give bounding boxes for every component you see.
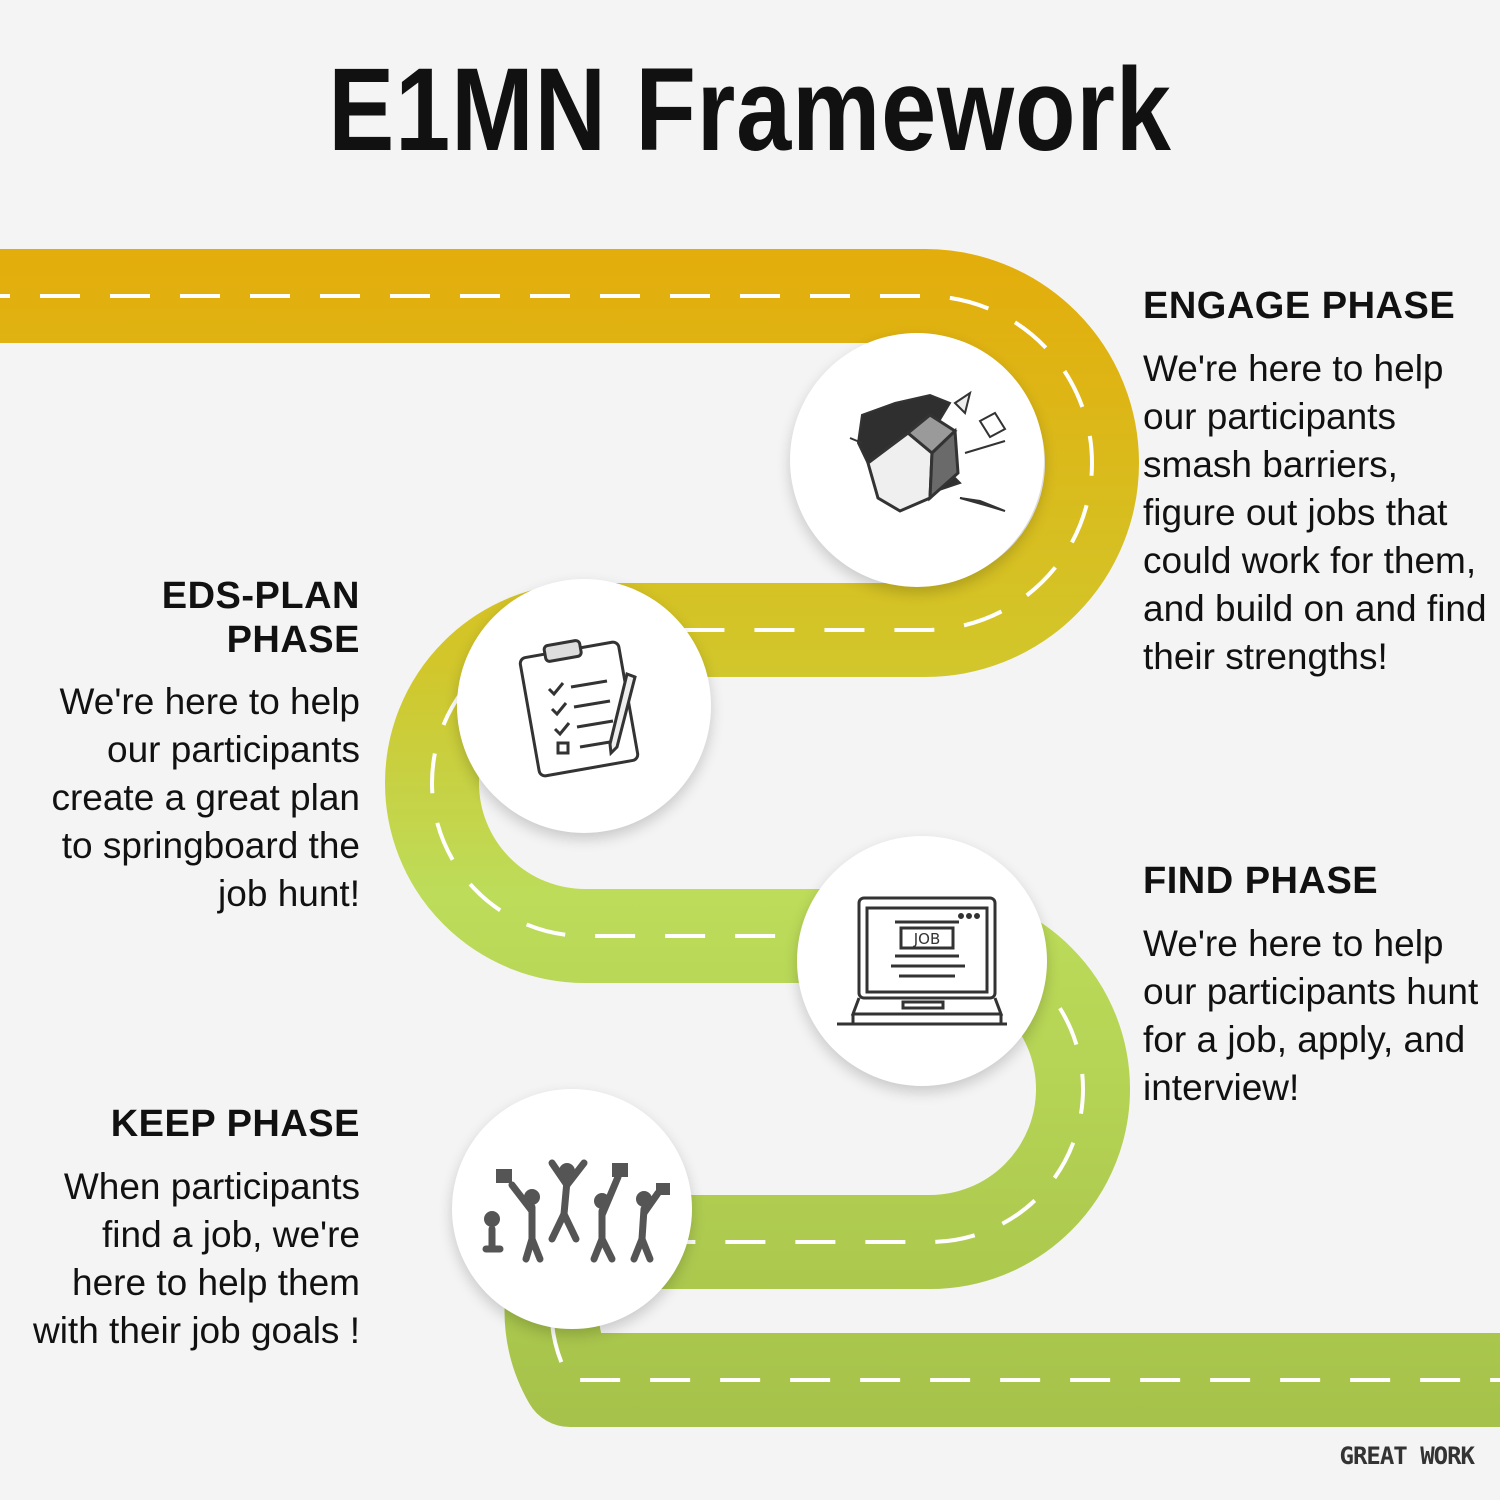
engage-phase-description: We're here to help our participants smas… bbox=[1143, 347, 1487, 677]
find-phase: FIND PHASE We're here to help our partic… bbox=[1143, 860, 1488, 1112]
engage-phase-title: ENGAGE PHASE bbox=[1143, 285, 1456, 327]
keep-phase: KEEP PHASE When participants find a job,… bbox=[20, 1103, 360, 1355]
brand-logo: GREAT WORK bbox=[1339, 1442, 1475, 1470]
find-phase-title: FIND PHASE bbox=[1143, 860, 1379, 902]
road-lane-dashes bbox=[0, 294, 1500, 1382]
page-title: E1MN Framework bbox=[328, 44, 1172, 176]
find-phase-circle: JOB bbox=[797, 836, 1047, 1086]
eds-plan-phase-description: We're here to help our participants crea… bbox=[51, 681, 360, 915]
laptop-job-icon: JOB bbox=[837, 896, 1007, 1026]
eds-plan-phase-title: EDS-PLAN PHASE bbox=[161, 575, 360, 661]
eds-plan-phase-circle bbox=[457, 579, 711, 833]
find-phase-description: We're here to help our participants hunt… bbox=[1143, 922, 1479, 1108]
celebrating-people-icon bbox=[482, 1159, 670, 1263]
engage-phase: ENGAGE PHASE We're here to help our part… bbox=[1143, 285, 1488, 681]
eds-plan-phase: EDS-PLAN PHASE We're here to help our pa… bbox=[20, 575, 360, 918]
keep-phase-description: When participants find a job, we're here… bbox=[32, 1165, 360, 1351]
keep-phase-circle bbox=[452, 1089, 692, 1329]
broken-wall-icon bbox=[849, 390, 1007, 513]
keep-phase-title: KEEP PHASE bbox=[110, 1103, 360, 1145]
clipboard-checklist-icon bbox=[518, 639, 640, 778]
engage-phase-circle bbox=[790, 333, 1044, 587]
svg-text:JOB: JOB bbox=[913, 930, 941, 948]
